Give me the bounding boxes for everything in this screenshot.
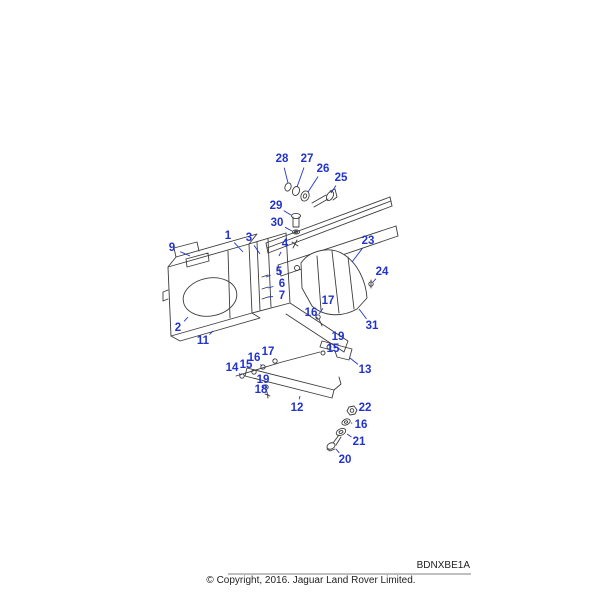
callout-label-16: 16 [248, 352, 261, 364]
callout-label-17: 17 [262, 346, 275, 358]
callout-leader-16 [315, 316, 319, 319]
callout-leader-14 [238, 373, 242, 376]
top-rail-drawing [265, 196, 393, 254]
callout-leader-19 [265, 385, 268, 389]
callout-label-26: 26 [317, 163, 330, 175]
callout-label-9: 9 [169, 242, 175, 254]
callout-label-13: 13 [359, 364, 372, 376]
callout-label-28: 28 [276, 153, 289, 165]
callout-leader-30 [284, 226, 293, 232]
callout-label-24: 24 [376, 266, 389, 278]
callout-label-30: 30 [271, 217, 284, 229]
callout-label-19: 19 [257, 374, 270, 386]
callout-label-29: 29 [270, 200, 283, 212]
callout-leader-6 [267, 286, 274, 289]
callout-leader-23 [351, 247, 363, 263]
bottom-hardware-drawing [326, 405, 358, 452]
callout-label-1: 1 [225, 230, 232, 242]
splash-shield-drawing [300, 249, 374, 316]
callout-label-2: 2 [175, 322, 181, 334]
callout-leader-19 [329, 343, 332, 346]
callout-label-7: 7 [279, 290, 285, 302]
callout-leader-28 [283, 167, 289, 184]
callout-label-31: 31 [366, 320, 379, 332]
callout-label-16: 16 [305, 307, 318, 319]
callout-leader-17 [318, 308, 324, 315]
diagram-line-art [162, 182, 399, 452]
callout-label-25: 25 [335, 172, 348, 184]
callout-label-21: 21 [353, 436, 366, 448]
callout-leader-3 [253, 245, 261, 255]
callout-leader-1 [233, 242, 244, 253]
callout-leader-26 [307, 176, 319, 193]
small-fixings-drawing [239, 314, 332, 399]
callout-label-20: 20 [339, 454, 352, 466]
callout-leader-2 [183, 316, 189, 322]
callout-leader-21 [346, 433, 352, 438]
callout-leader-17 [273, 358, 275, 361]
callout-label-11: 11 [197, 335, 210, 347]
closing-panel-drawing [248, 232, 299, 314]
bolt-29-30-drawing [291, 212, 301, 235]
callout-label-17: 17 [322, 295, 335, 307]
callout-label-15: 15 [240, 359, 253, 371]
callout-leader-31 [358, 308, 367, 320]
callout-leader-25 [330, 185, 337, 194]
callout-label-16: 16 [355, 419, 368, 431]
callout-label-6: 6 [279, 278, 285, 290]
callout-leader-9 [180, 251, 191, 257]
callout-leader-5 [265, 274, 271, 278]
callout-label-4: 4 [282, 238, 289, 250]
callout-label-22: 22 [359, 402, 372, 414]
callout-leader-16 [260, 364, 263, 367]
callout-label-5: 5 [276, 266, 283, 278]
callout-label-18: 18 [255, 384, 268, 396]
top-hardware-drawing [284, 182, 338, 208]
copyright-text: © Copyright, 2016. Jaguar Land Rover Lim… [206, 575, 415, 586]
callout-leader-24 [372, 278, 377, 283]
callout-label-19: 19 [332, 331, 345, 343]
callout-label-27: 27 [301, 153, 314, 165]
callout-leader-18 [266, 393, 269, 396]
callout-leader-29 [283, 210, 292, 216]
callout-leader-20 [335, 448, 340, 454]
callout-leader-27 [296, 167, 305, 188]
callout-leader-12 [298, 395, 301, 400]
callout-leader-4 [278, 251, 282, 257]
lower-brackets-drawing [235, 302, 353, 399]
callout-leader-11 [209, 330, 214, 335]
figure-code: BDNXBE1A [417, 560, 471, 571]
callout-label-3: 3 [246, 232, 252, 244]
callout-label-14: 14 [226, 362, 239, 374]
callout-label-12: 12 [291, 402, 304, 414]
callout-label-15: 15 [327, 343, 340, 355]
callout-label-23: 23 [362, 235, 375, 247]
callout-leader-13 [349, 357, 359, 365]
